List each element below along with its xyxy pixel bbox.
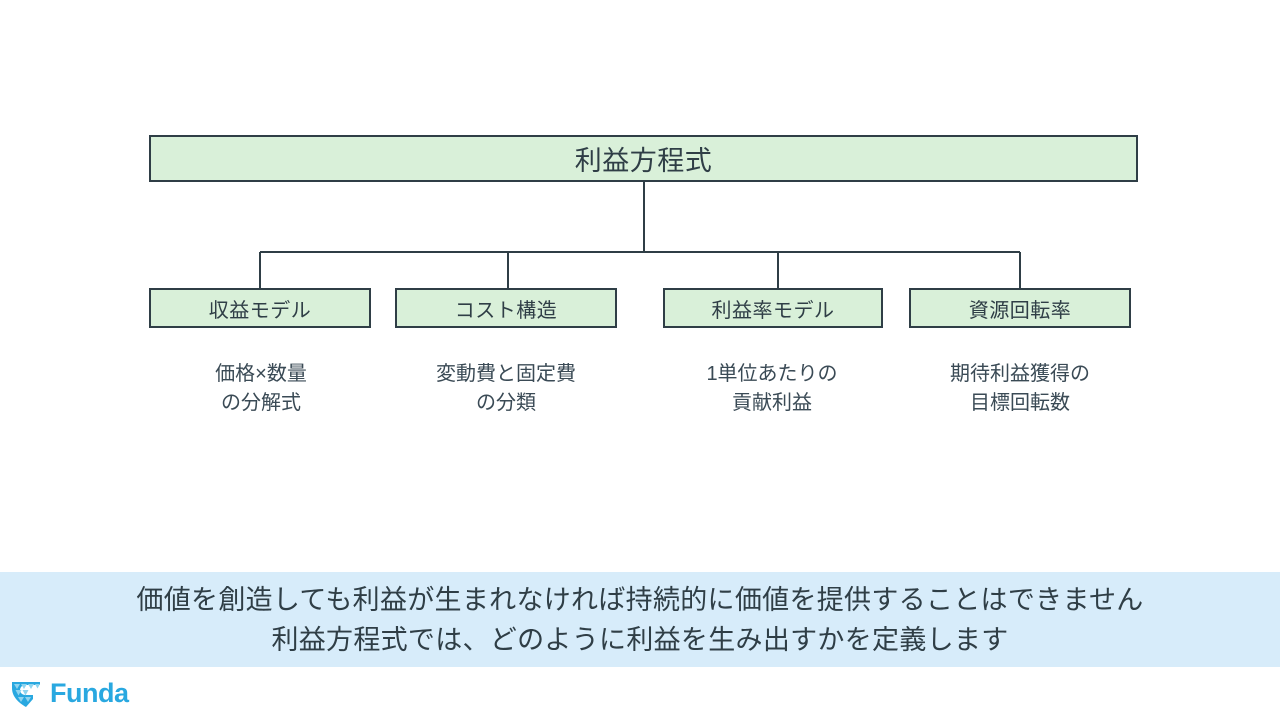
- banner-line-2: 利益方程式では、どのように利益を生み出すかを定義します: [271, 624, 1009, 655]
- child-node-cost-structure: コスト構造: [395, 288, 617, 328]
- funda-logo-text: Funda: [50, 678, 129, 708]
- caption-asset-turnover: 期待利益獲得の 目標回転数: [950, 363, 1090, 414]
- connector-lines: [259, 182, 1021, 288]
- child-node-revenue-model: 収益モデル: [149, 288, 371, 328]
- gem-icon: [12, 681, 40, 707]
- summary-banner: 価値を創造しても利益が生まれなければ持続的に価値を提供することはできません 利益…: [0, 572, 1280, 667]
- caption-revenue-model: 価格×数量 の分解式: [215, 363, 307, 414]
- root-node-profit-equation: 利益方程式: [149, 135, 1138, 182]
- child-node-margin-model: 利益率モデル: [663, 288, 883, 328]
- footer: Funda: [0, 667, 1280, 720]
- funda-logo: Funda: [10, 679, 129, 709]
- child-node-asset-turnover: 資源回転率: [909, 288, 1131, 328]
- caption-margin-model: 1単位あたりの 貢献利益: [706, 363, 838, 414]
- caption-cost-structure: 変動費と固定費 の分類: [436, 363, 576, 414]
- tree-diagram: 利益方程式 収益モデル コスト構造 利益率モデル 資源回転率 価格×数量 の分解…: [149, 135, 1138, 414]
- banner-line-1: 価値を創造しても利益が生まれなければ持続的に価値を提供することはできません: [136, 584, 1144, 615]
